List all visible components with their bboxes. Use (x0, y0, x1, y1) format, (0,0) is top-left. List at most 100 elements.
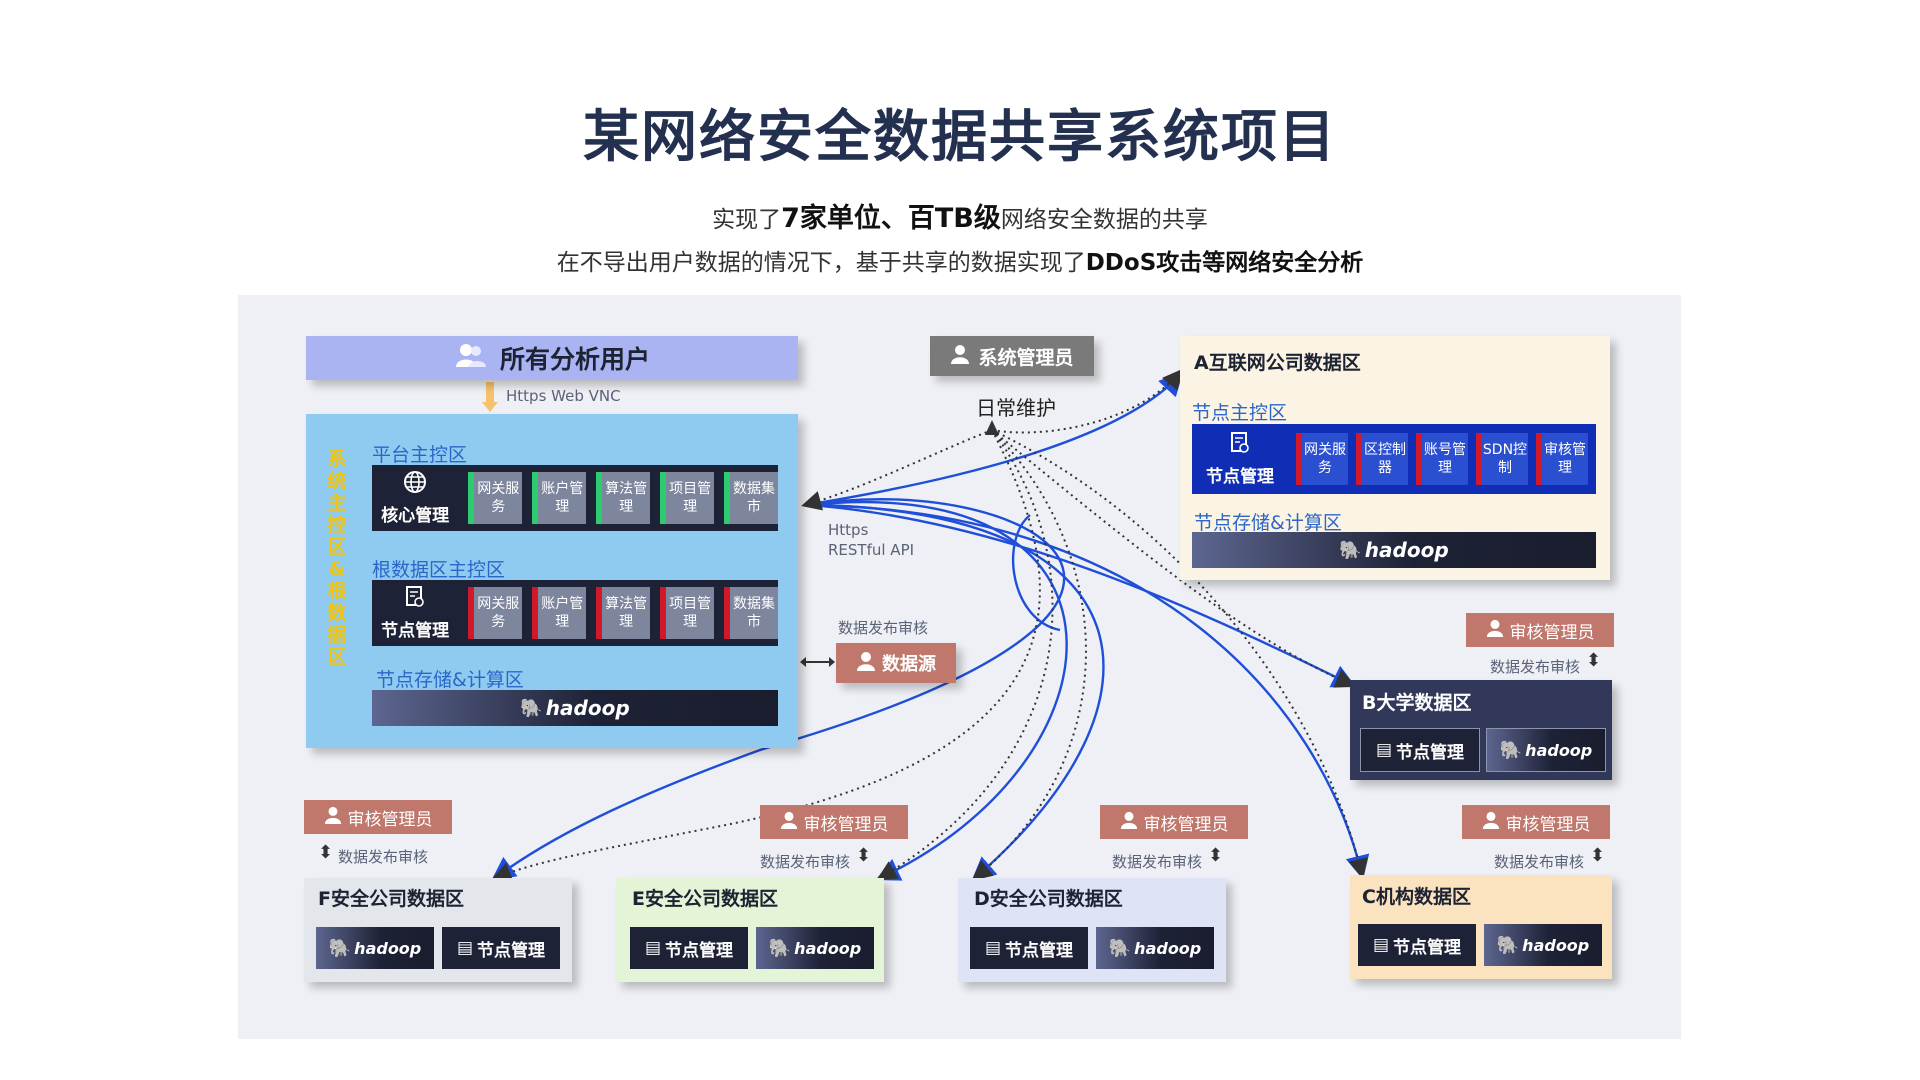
root-module: 数据集市 (724, 587, 778, 639)
hadoop-elephant-icon: 🐘 (328, 937, 352, 959)
maint-to-main (801, 429, 993, 511)
zone-a-title: A互联网公司数据区 (1194, 352, 1361, 374)
hadoop-elephant-icon: 🐘 (1108, 937, 1132, 959)
zone-a-node-management: 节点管理 (1192, 427, 1288, 491)
updown-arrow-icon: ⬍ (318, 842, 334, 863)
zone-b-hadoop: 🐘hadoop (1486, 728, 1606, 772)
zone-c-node: ▤节点管理 (1358, 924, 1476, 966)
node-icon: ▤ (984, 938, 1002, 958)
node-icon: ▤ (644, 938, 662, 958)
zone-a-module: 账号管理 (1416, 433, 1468, 485)
root-module: 项目管理 (660, 587, 715, 639)
zone-b-title: B大学数据区 (1362, 692, 1472, 714)
zone-c-review: 数据发布审核 (1494, 853, 1585, 871)
zone-e-title: E安全公司数据区 (632, 888, 778, 910)
root-node-management-label: 节点管理 (381, 621, 450, 641)
zone-d-hadoop: 🐘hadoop (1096, 927, 1214, 969)
zone-b-auditor-label: 审核管理员 (1509, 622, 1595, 643)
zone-a-module: 审核管理 (1536, 433, 1588, 485)
subtitle-line1-bold: 7家单位、百TB级 (781, 203, 1001, 234)
main-zone-vertical-label: 系统主控区&根数据区 (327, 448, 347, 668)
root-node-management: 节点管理 (372, 581, 458, 645)
updown-arrow-icon: ⬍ (1590, 845, 1606, 866)
zone-d-title: D安全公司数据区 (974, 888, 1123, 910)
hadoop-label: hadoop (794, 938, 862, 958)
zone-f-auditor-label: 审核管理员 (347, 809, 433, 830)
root-control-label: 根数据区主控区 (372, 559, 506, 581)
datasource-badge: 数据源 (836, 643, 956, 683)
core-management-label: 核心管理 (381, 506, 450, 526)
zone-a-storage-label: 节点存储&计算区 (1194, 512, 1342, 534)
sysadmin-badge: 系统管理员 (930, 336, 1094, 376)
hadoop-label: hadoop (354, 938, 422, 958)
datasource-label: 数据源 (882, 654, 936, 675)
all-users-bar: 所有分析用户 (306, 336, 798, 380)
link-to-zone-f (491, 498, 1066, 881)
zone-d-auditor-label: 审核管理员 (1143, 814, 1229, 835)
updown-arrow-icon: ⬍ (1208, 845, 1224, 866)
zone-e-auditor-label: 审核管理员 (803, 814, 889, 835)
hadoop-elephant-icon: 🐘 (520, 697, 543, 719)
users-icon (454, 342, 488, 374)
zone-d-node-label: 节点管理 (1005, 940, 1074, 961)
subtitle-line1-post: 网络安全数据的共享 (1000, 207, 1208, 233)
hadoop-label: hadoop (1522, 935, 1590, 955)
platform-control-row: 核心管理 网关服务 账户管理 算法管理 项目管理 数据集市 (372, 465, 778, 531)
person-icon (324, 806, 342, 829)
platform-module: 账户管理 (532, 472, 587, 524)
person-icon (1120, 811, 1138, 834)
globe-icon (403, 470, 427, 499)
zone-b-auditor: 审核管理员 (1466, 613, 1614, 647)
root-control-row: 节点管理 网关服务 账户管理 算法管理 项目管理 数据集市 (372, 580, 778, 646)
zone-d-review: 数据发布审核 (1112, 853, 1203, 871)
zone-d-node: ▤节点管理 (970, 927, 1088, 969)
link-main-return (1011, 514, 1061, 632)
zone-f-auditor: 审核管理员 (304, 800, 452, 834)
platform-module: 算法管理 (596, 472, 651, 524)
zone-b-node: ▤节点管理 (1360, 728, 1480, 772)
person-icon (1486, 619, 1504, 642)
zone-e-review: 数据发布审核 (760, 853, 851, 871)
page-title: 某网络安全数据共享系统项目 (583, 105, 1337, 170)
zone-a-hadoop-bar: 🐘hadoop (1192, 532, 1596, 568)
zone-a-module: 网关服务 (1296, 433, 1348, 485)
hadoop-label: hadoop (545, 696, 630, 720)
root-module: 算法管理 (596, 587, 651, 639)
sysadmin-task: 日常维护 (976, 396, 1056, 420)
zone-c-auditor: 审核管理员 (1462, 805, 1610, 839)
hadoop-elephant-icon: 🐘 (1496, 934, 1520, 956)
zone-a-module: 区控制器 (1356, 433, 1408, 485)
zone-b-node-label: 节点管理 (1396, 742, 1465, 763)
zone-f-node-label: 节点管理 (477, 940, 546, 961)
zone-c-node-label: 节点管理 (1393, 937, 1462, 958)
node-icon: ▤ (456, 938, 474, 958)
zone-a-module: SDN控制 (1476, 433, 1528, 485)
maint-to-zone-e (876, 429, 1054, 881)
api-label: Https RESTful API (828, 520, 914, 560)
hadoop-label: hadoop (1525, 740, 1593, 760)
api-label-line2: RESTful API (828, 541, 915, 559)
main-hadoop-bar: 🐘hadoop (372, 690, 778, 726)
subtitle-line2-bold: DDoS攻击等网络安全分析 (1085, 250, 1364, 276)
root-module: 网关服务 (468, 587, 523, 639)
zone-c-auditor-label: 审核管理员 (1505, 814, 1591, 835)
subtitle-line2-pre: 在不导出用户数据的情况下，基于共享的数据实现了 (556, 250, 1086, 276)
zone-c-hadoop: 🐘hadoop (1484, 924, 1602, 966)
hadoop-label: hadoop (1364, 538, 1449, 562)
person-icon (1482, 811, 1500, 834)
maint-to-zone-a (991, 368, 1183, 434)
maint-to-zone-d (971, 429, 1087, 881)
zone-f-node: ▤节点管理 (442, 927, 560, 969)
link-to-zone-e (809, 500, 1068, 881)
zone-c-title: C机构数据区 (1362, 886, 1471, 908)
zone-a-control-label: 节点主控区 (1192, 402, 1288, 424)
subtitle-line1: 实现了7家单位、百TB级网络安全数据的共享 (0, 196, 1920, 235)
link-to-zone-b (809, 503, 1357, 688)
subtitle-line2: 在不导出用户数据的情况下，基于共享的数据实现了DDoS攻击等网络安全分析 (0, 243, 1920, 277)
zone-d-auditor: 审核管理员 (1100, 805, 1248, 839)
zone-e-auditor: 审核管理员 (760, 805, 908, 839)
main-storage-label: 节点存储&计算区 (376, 669, 524, 691)
zone-e-hadoop: 🐘hadoop (756, 927, 874, 969)
person-icon (856, 651, 876, 676)
